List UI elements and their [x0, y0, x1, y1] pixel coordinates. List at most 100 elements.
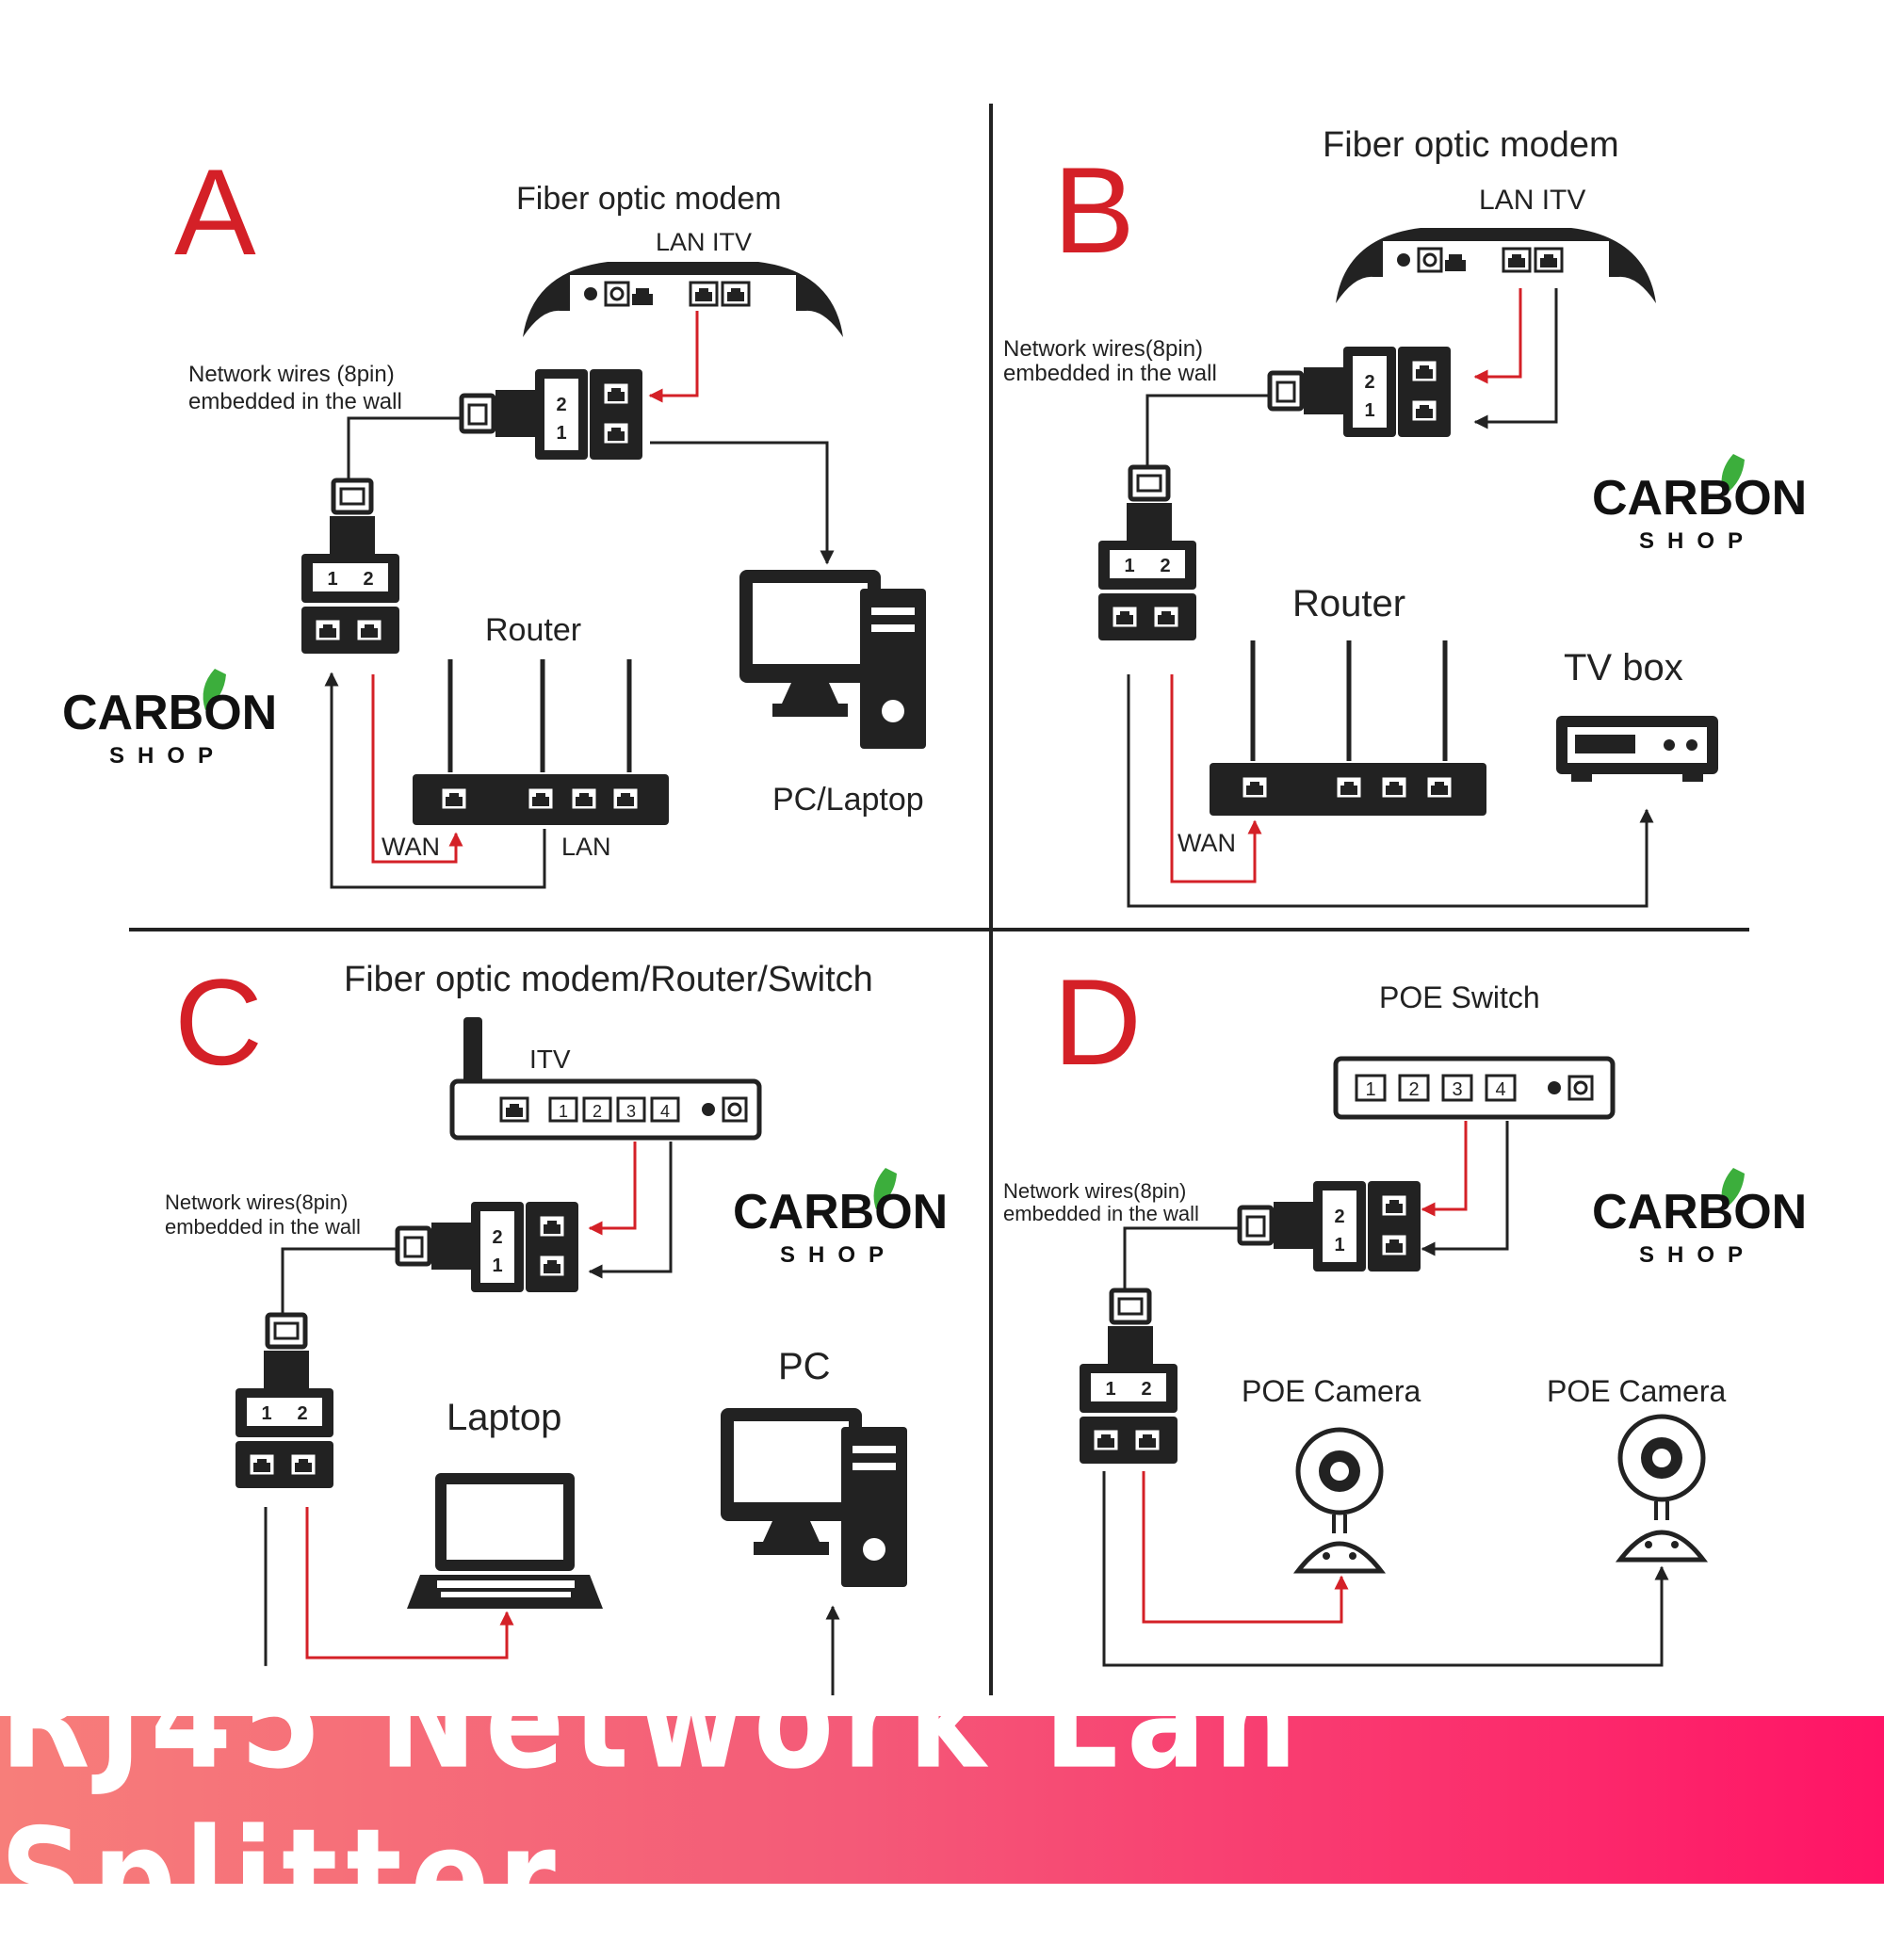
- port-number: 4: [1495, 1079, 1505, 1100]
- port-to-splitter-arrow: [1421, 1121, 1468, 1217]
- splitter-to-camera2-arrow: [1102, 1471, 1669, 1667]
- desktop-pc-icon: [739, 570, 926, 749]
- itv-to-splitter-arrow: [1473, 288, 1558, 429]
- logo-word: CARBON: [1592, 471, 1807, 526]
- laptop-label: Laptop: [447, 1397, 561, 1438]
- port-number: 1: [559, 1102, 568, 1121]
- port-to-splitter-arrow: [588, 1142, 637, 1236]
- switch-title: POE Switch: [1379, 980, 1540, 1014]
- port-number: 4: [660, 1102, 670, 1121]
- carbon-shop-logo: CARBON SHOP: [733, 1168, 948, 1268]
- modem-ports-label: LAN ITV: [1479, 185, 1585, 216]
- panel-a: A Fiber optic modem LAN ITV Network wire…: [174, 143, 926, 889]
- pc-laptop-label: PC/Laptop: [772, 782, 924, 818]
- router-label: Router: [485, 612, 581, 648]
- splitter-wall-side-icon: [301, 480, 399, 654]
- wall-note-line2: embedded in the wall: [1003, 1202, 1199, 1225]
- carbon-shop-logo: CARBON SHOP: [1592, 1168, 1807, 1268]
- splitter-to-camera1-arrow: [1142, 1471, 1349, 1624]
- itv-to-splitter-arrow: [588, 1142, 673, 1279]
- fiber-modem-icon: [523, 262, 843, 337]
- camera-1-label: POE Camera: [1242, 1374, 1421, 1408]
- wall-wire: [1123, 1226, 1240, 1290]
- wall-wire: [1145, 394, 1270, 467]
- port-number: 3: [626, 1102, 636, 1121]
- switch-ports: 1 2 3 4: [548, 1096, 748, 1123]
- device-title: Fiber optic modem/Router/Switch: [344, 960, 873, 999]
- wall-note-line2: embedded in the wall: [188, 389, 402, 414]
- wall-wire: [347, 416, 462, 480]
- camera-2-label: POE Camera: [1547, 1374, 1726, 1408]
- carbon-shop-logo: CARBON SHOP: [1592, 454, 1807, 554]
- logo-word: CARBON: [62, 686, 277, 740]
- splitter-to-tvbox-arrow: [1127, 674, 1654, 908]
- modem-title: Fiber optic modem: [516, 181, 782, 217]
- modem-to-splitter-arrow: [1473, 288, 1522, 384]
- port-to-splitter-return-arrow: [1421, 1121, 1509, 1256]
- wall-note-line1: Network wires(8pin): [1003, 1179, 1186, 1203]
- panel-d: D POE Switch 1 2 3 4 Network wires(8pin)…: [1003, 953, 1726, 1667]
- splitter-modem-side-icon: [398, 1202, 578, 1292]
- itv-label: ITV: [529, 1045, 571, 1074]
- leaf-icon: [1721, 1168, 1745, 1209]
- poe-camera-icon: [1615, 1414, 1709, 1563]
- splitter-wall-side-icon: [1098, 467, 1196, 640]
- port-number: 3: [1452, 1079, 1462, 1100]
- splitter-diagram: 2 1 1 2: [62, 104, 1807, 1695]
- router-icon: [1210, 640, 1486, 816]
- poe-switch-icon: 1 2 3 4: [1333, 1056, 1616, 1120]
- desktop-pc-icon: [721, 1408, 907, 1587]
- router-icon: [413, 659, 669, 825]
- fiber-modem-icon: [1336, 228, 1656, 303]
- splitter-modem-side-icon: [1240, 1181, 1421, 1272]
- pc-label: PC: [778, 1346, 831, 1387]
- panel-letter: B: [1053, 141, 1135, 279]
- splitter-to-wan-arrow: [371, 674, 463, 864]
- carbon-shop-logo: CARBON SHOP: [62, 669, 277, 769]
- lan-to-splitter-arrow: [324, 672, 546, 889]
- panel-b: B Fiber optic modem LAN ITV Network wire…: [1003, 125, 1718, 908]
- title-banner: RJ45 Network Lan Splitter: [0, 1640, 1884, 1960]
- splitter-modem-side-icon: [1270, 347, 1451, 437]
- lan-label: LAN: [561, 833, 611, 861]
- logo-word: CARBON: [1592, 1185, 1807, 1239]
- wall-note-line2: embedded in the wall: [1003, 361, 1217, 386]
- tv-box-label: TV box: [1564, 647, 1683, 688]
- splitter-to-laptop-arrow: [305, 1507, 514, 1660]
- panel-letter: A: [174, 143, 256, 281]
- logo-sub: SHOP: [1639, 528, 1756, 554]
- logo-sub: SHOP: [109, 743, 226, 769]
- poe-camera-icon: [1292, 1427, 1387, 1574]
- splitter-modem-side-icon: [462, 369, 642, 460]
- port-number: 2: [1408, 1079, 1419, 1100]
- splitter-to-wan-arrow: [1170, 674, 1262, 883]
- panel-c: C Fiber optic modem/Router/Switch ITV 1 …: [165, 953, 907, 1695]
- wall-wire: [281, 1247, 398, 1315]
- logo-sub: SHOP: [780, 1242, 897, 1268]
- wall-note-line1: Network wires(8pin): [1003, 336, 1203, 362]
- logo-sub: SHOP: [1639, 1242, 1756, 1268]
- panel-letter: C: [174, 953, 263, 1091]
- port-number: 2: [593, 1102, 602, 1121]
- leaf-icon: [873, 1168, 897, 1209]
- banner-title: RJ45 Network Lan Splitter: [0, 1640, 1306, 1960]
- router-label: Router: [1292, 583, 1405, 624]
- wan-label: WAN: [1178, 829, 1236, 857]
- splitter-wall-side-icon: [1080, 1290, 1178, 1464]
- modem-title: Fiber optic modem: [1323, 125, 1619, 165]
- laptop-icon: [407, 1473, 603, 1609]
- modem-to-splitter-arrow: [648, 311, 699, 403]
- wall-note-line2: embedded in the wall: [165, 1215, 361, 1239]
- wall-note-line1: Network wires(8pin): [165, 1191, 348, 1214]
- modem-ports-label: LAN ITV: [656, 228, 752, 256]
- wan-label: WAN: [382, 833, 440, 861]
- splitter-wall-side-icon: [236, 1315, 333, 1488]
- tv-box-icon: [1556, 716, 1718, 782]
- panel-letter: D: [1053, 953, 1142, 1091]
- logo-word: CARBON: [733, 1185, 948, 1239]
- wall-note-line1: Network wires (8pin): [188, 362, 395, 387]
- leaf-icon: [1721, 454, 1745, 495]
- port-number: 1: [1365, 1079, 1375, 1100]
- leaf-icon: [203, 669, 226, 710]
- splitter-to-pc-arrow: [650, 441, 835, 565]
